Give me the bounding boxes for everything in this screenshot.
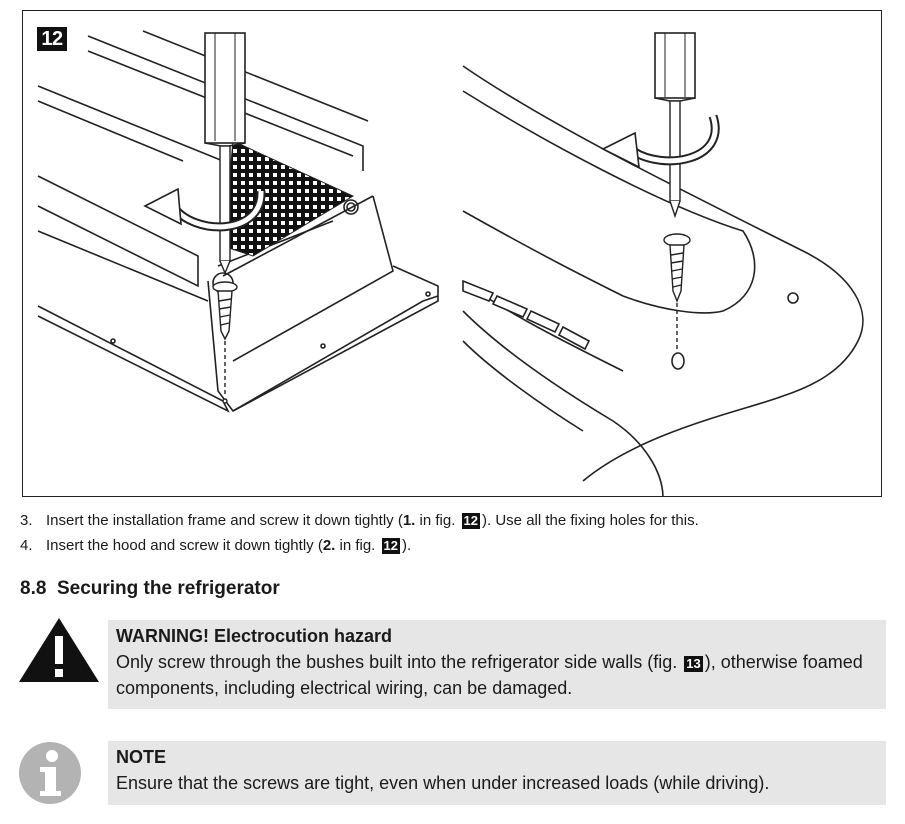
step-bold-ref: 1. [402, 512, 416, 529]
step-text-mid: in fig. [335, 537, 380, 554]
section-heading: 8.8 Securing the refrigerator [20, 578, 280, 599]
step-text-after: ). [401, 537, 412, 554]
frame-drawing [37, 30, 439, 413]
warning-text-after: ), otherwise foamed components, includin… [116, 652, 863, 698]
step-3: 3. Insert the installation frame and scr… [20, 508, 890, 533]
note-body: Ensure that the screws are tight, even w… [116, 773, 770, 793]
figure-ref-badge: 12 [381, 537, 400, 554]
screwdriver-left [204, 32, 246, 275]
rotation-arrow-right [601, 114, 720, 169]
rotation-arrow-left [143, 187, 266, 232]
step-text-mid: in fig. [415, 512, 460, 529]
installation-illustration [37, 30, 864, 496]
vent-slots [462, 279, 591, 351]
info-icon [19, 742, 81, 804]
warning-title: WARNING! Electrocution hazard [116, 626, 393, 646]
note-box: NOTE Ensure that the screws are tight, e… [108, 741, 886, 805]
step-bold-ref: 2. [322, 537, 336, 554]
step-4: 4. Insert the hood and screw it down tig… [20, 533, 890, 558]
step-text-before: Insert the hood and screw it down tightl… [46, 537, 323, 554]
screw-right [663, 233, 691, 351]
figure-number-badge: 12 [37, 27, 67, 51]
figure-12: 12 [22, 10, 882, 497]
figure-ref-badge: 13 [684, 656, 703, 672]
warning-body: Only screw through the bushes built into… [116, 649, 878, 701]
step-number: 4. [20, 537, 33, 554]
warning-triangle-icon [19, 618, 99, 682]
step-number: 3. [20, 512, 33, 529]
step-text-after: ). Use all the fixing holes for this. [482, 512, 699, 529]
step-text-before: Insert the installation frame and screw … [46, 512, 403, 529]
hood-drawing [462, 65, 864, 496]
warning-text-before: Only screw through the bushes built into… [116, 652, 683, 672]
figure-ref-badge: 12 [461, 512, 481, 529]
screwdriver-right [654, 32, 696, 219]
note-title: NOTE [116, 747, 167, 767]
warning-box: WARNING! Electrocution hazard Only screw… [108, 620, 886, 709]
screw-left [212, 281, 238, 404]
instruction-steps: 3. Insert the installation frame and scr… [20, 508, 890, 558]
